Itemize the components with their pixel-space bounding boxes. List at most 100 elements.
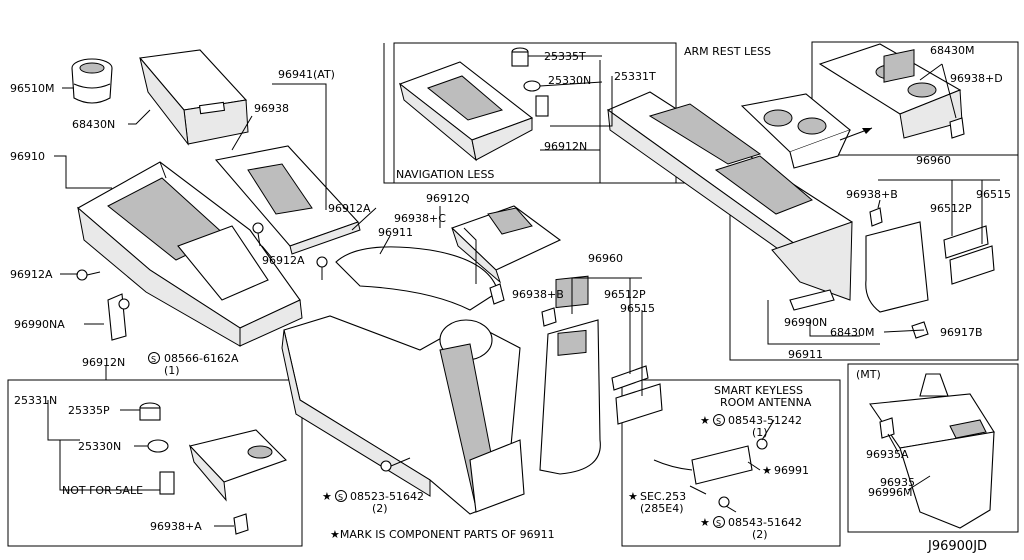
arrow-head: [862, 128, 872, 134]
console-body-96910: [77, 161, 303, 347]
ring-25330n-top: [523, 80, 541, 92]
plug-25331n: [159, 471, 175, 495]
label-68430n: 68430N: [72, 118, 115, 131]
antenna-96991: [653, 438, 768, 508]
mt-title: (MT): [856, 368, 881, 381]
label-96991: 96991: [774, 464, 809, 477]
label-96990n: 96990N: [784, 316, 827, 329]
label-25331n: 25331N: [14, 394, 57, 407]
ashtray-96515-right: [949, 245, 995, 285]
label-96512p-right: 96512P: [930, 202, 972, 215]
label-08543-b: 08543-51642: [728, 516, 802, 529]
label-96911: 96911: [378, 226, 413, 239]
vent-96512p-right: [943, 225, 989, 259]
label-96938d: 96938+D: [950, 72, 1003, 85]
label-96512p-mid: 96512P: [604, 288, 646, 301]
clip-96938b-right: [869, 207, 883, 227]
label-25335t: 25335T: [544, 50, 586, 63]
label-96515-mid: 96515: [620, 302, 655, 315]
label-08566: 08566-6162A: [164, 352, 239, 365]
rear-panel-96960: [539, 275, 601, 475]
nav-less-tray: [398, 61, 534, 162]
circle-s-08566: [148, 352, 160, 364]
ashtray-96515-mid: [615, 383, 663, 425]
label-08566-qty: (1): [164, 364, 180, 377]
clip-96938c: [489, 283, 505, 305]
label-08543-a: 08543-51242: [728, 414, 802, 427]
label-96515-right: 96515: [976, 188, 1011, 201]
arm-rest-less-box: ARM REST LESS: [599, 41, 1019, 361]
bracket-96990n: [789, 289, 835, 311]
mt-box: (MT): [847, 363, 1019, 533]
storage-box-68430n: [138, 49, 249, 146]
label-68430m-low: 68430M: [830, 326, 874, 339]
label-96960-mid: 96960: [588, 252, 623, 265]
bolt-08523: [380, 457, 411, 472]
label-96912n-nav: 96912N: [544, 140, 587, 153]
label-sec253: SEC.253: [640, 490, 686, 503]
circle-s-08543-a: [713, 414, 725, 426]
label-25330n-top: 25330N: [548, 74, 591, 87]
label-96938a: 96938+A: [150, 520, 202, 533]
footnote: ★MARK IS COMPONENT PARTS OF 96911: [330, 528, 555, 541]
label-96935a: 96935A: [866, 448, 909, 461]
screw-96912a-mid: [252, 222, 264, 247]
circle-s-08543-a-glyph: S: [716, 417, 721, 426]
nav-less-title: NAVIGATION LESS: [396, 168, 494, 181]
label-25335p: 25335P: [68, 404, 110, 417]
holder-96912n-low: [188, 429, 288, 535]
label-96912a-left: 96912A: [10, 268, 53, 281]
bracket-96990na: [107, 293, 130, 341]
panel-96960-right: [865, 49, 929, 313]
not-for-sale-box: [7, 379, 303, 547]
socket-25335t: [511, 47, 529, 67]
label-08543-b-qty: (2): [752, 528, 768, 541]
vent-96512p-mid: [611, 365, 649, 391]
label-sec253-sub: (285E4): [640, 502, 684, 515]
label-25330n-low: 25330N: [78, 440, 121, 453]
label-96912n-main: 96912N: [82, 356, 125, 369]
star-08523: ★: [322, 490, 332, 503]
smart-keyless-title-2: ROOM ANTENNA: [720, 396, 812, 409]
star-08543-b: ★: [700, 516, 710, 529]
arm-rest-less-title: ARM REST LESS: [684, 45, 771, 58]
label-not-for-sale: NOT FOR SALE: [62, 484, 143, 497]
star-96991: ★: [762, 464, 772, 477]
circle-s-08523: [335, 490, 347, 502]
clip-96912a-right: [316, 256, 328, 280]
smart-keyless-box: SMART KEYLESS ROOM ANTENNA: [621, 379, 841, 547]
label-96938b-mid: 96938+B: [512, 288, 564, 301]
label-96938-top: 96938: [254, 102, 289, 115]
console-arm-rest-less: [606, 91, 853, 301]
label-96990na: 96990NA: [14, 318, 65, 331]
circle-s-08566-glyph: S: [151, 355, 156, 364]
circle-s-08543-b: [713, 516, 725, 528]
label-96912q: 96912Q: [426, 192, 470, 205]
label-96912a-mid: 96912A: [262, 254, 305, 267]
clip-96938b-mid: [541, 307, 557, 327]
leader-lines: [47, 55, 1000, 527]
circle-s-08523-glyph: S: [338, 493, 343, 502]
shift-finisher-96941at: [214, 145, 361, 255]
label-68430m-top: 68430M: [930, 44, 974, 57]
label-08523-qty: (2): [372, 502, 388, 515]
circle-s-08543-b-glyph: S: [716, 519, 721, 528]
label-96917b: 96917B: [940, 326, 983, 339]
label-96912a-center: 96912A: [328, 202, 371, 215]
label-96935: 96935: [880, 476, 915, 489]
label-08543-a-qty: (1): [752, 426, 768, 439]
socket-25335p: [139, 402, 161, 421]
label-96910: 96910: [10, 150, 45, 163]
label-08523: 08523-51642: [350, 490, 424, 503]
label-96938b-right: 96938+B: [846, 188, 898, 201]
label-96941at: 96941(AT): [278, 68, 335, 81]
diagram-id: J96900JD: [927, 539, 987, 554]
smart-keyless-title-1: SMART KEYLESS: [714, 384, 803, 397]
label-96960-right: 96960: [916, 154, 951, 167]
label-96911-right: 96911: [788, 348, 823, 361]
label-96996m: 96996M: [868, 486, 912, 499]
plug-25331t: [535, 95, 549, 117]
star-08543-a: ★: [700, 414, 710, 427]
label-25331t: 25331T: [614, 70, 656, 83]
